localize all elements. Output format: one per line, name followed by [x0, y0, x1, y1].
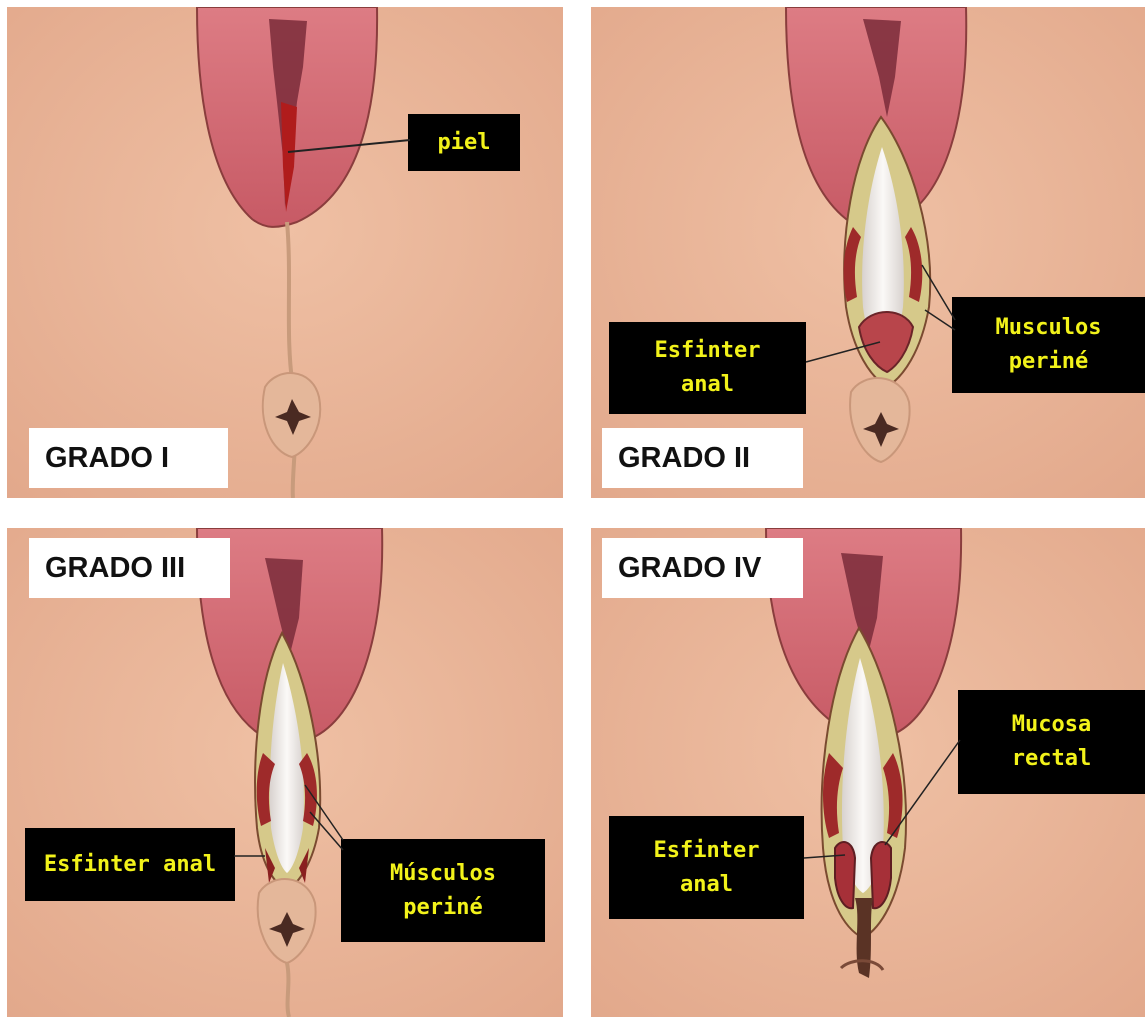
perineum-illustration-grado-3 — [7, 528, 563, 1017]
panel-grado-1: GRADO I piel — [7, 7, 563, 498]
grade-label: GRADO II — [602, 428, 803, 488]
label-esfinter-anal: Esfinter anal — [609, 816, 804, 919]
label-piel-line-1: piel — [438, 126, 491, 160]
label-esfinter-anal: Esfinter anal — [25, 828, 235, 901]
panel-grado-3: GRADO III Esfinter anal Músculos periné — [7, 528, 563, 1017]
label-piel: piel — [408, 114, 520, 171]
label-esfinter-anal-line-1: Esfinter anal — [44, 848, 216, 882]
label-esfinter-anal-line-1: Esfinter — [654, 834, 760, 868]
label-musculos-perine-line-2: periné — [403, 891, 482, 925]
perineum-illustration-grado-1 — [7, 7, 563, 498]
label-esfinter-anal: Esfinter anal — [609, 322, 806, 414]
grade-label: GRADO IV — [602, 538, 803, 598]
grade-label: GRADO III — [29, 538, 230, 598]
panel-grado-4: GRADO IV Mucosa rectal Esfinter anal — [591, 528, 1145, 1017]
label-mucosa-rectal-line-2: rectal — [1012, 742, 1091, 776]
label-musculos-perine: Músculos periné — [341, 839, 545, 942]
label-musculos-perine-line-1: Musculos — [996, 311, 1102, 345]
label-musculos-perine-line-2: periné — [1009, 345, 1088, 379]
panel-grado-2: GRADO II Esfinter anal Musculos periné — [591, 7, 1145, 498]
perineum-illustration-grado-2 — [591, 7, 1145, 498]
label-mucosa-rectal-line-1: Mucosa — [1012, 708, 1091, 742]
label-musculos-perine-line-1: Músculos — [390, 857, 496, 891]
label-esfinter-anal-line-1: Esfinter — [655, 334, 761, 368]
label-esfinter-anal-line-2: anal — [681, 368, 734, 402]
label-musculos-perine: Musculos periné — [952, 297, 1145, 393]
label-esfinter-anal-line-2: anal — [680, 868, 733, 902]
label-mucosa-rectal: Mucosa rectal — [958, 690, 1145, 794]
grade-label: GRADO I — [29, 428, 228, 488]
